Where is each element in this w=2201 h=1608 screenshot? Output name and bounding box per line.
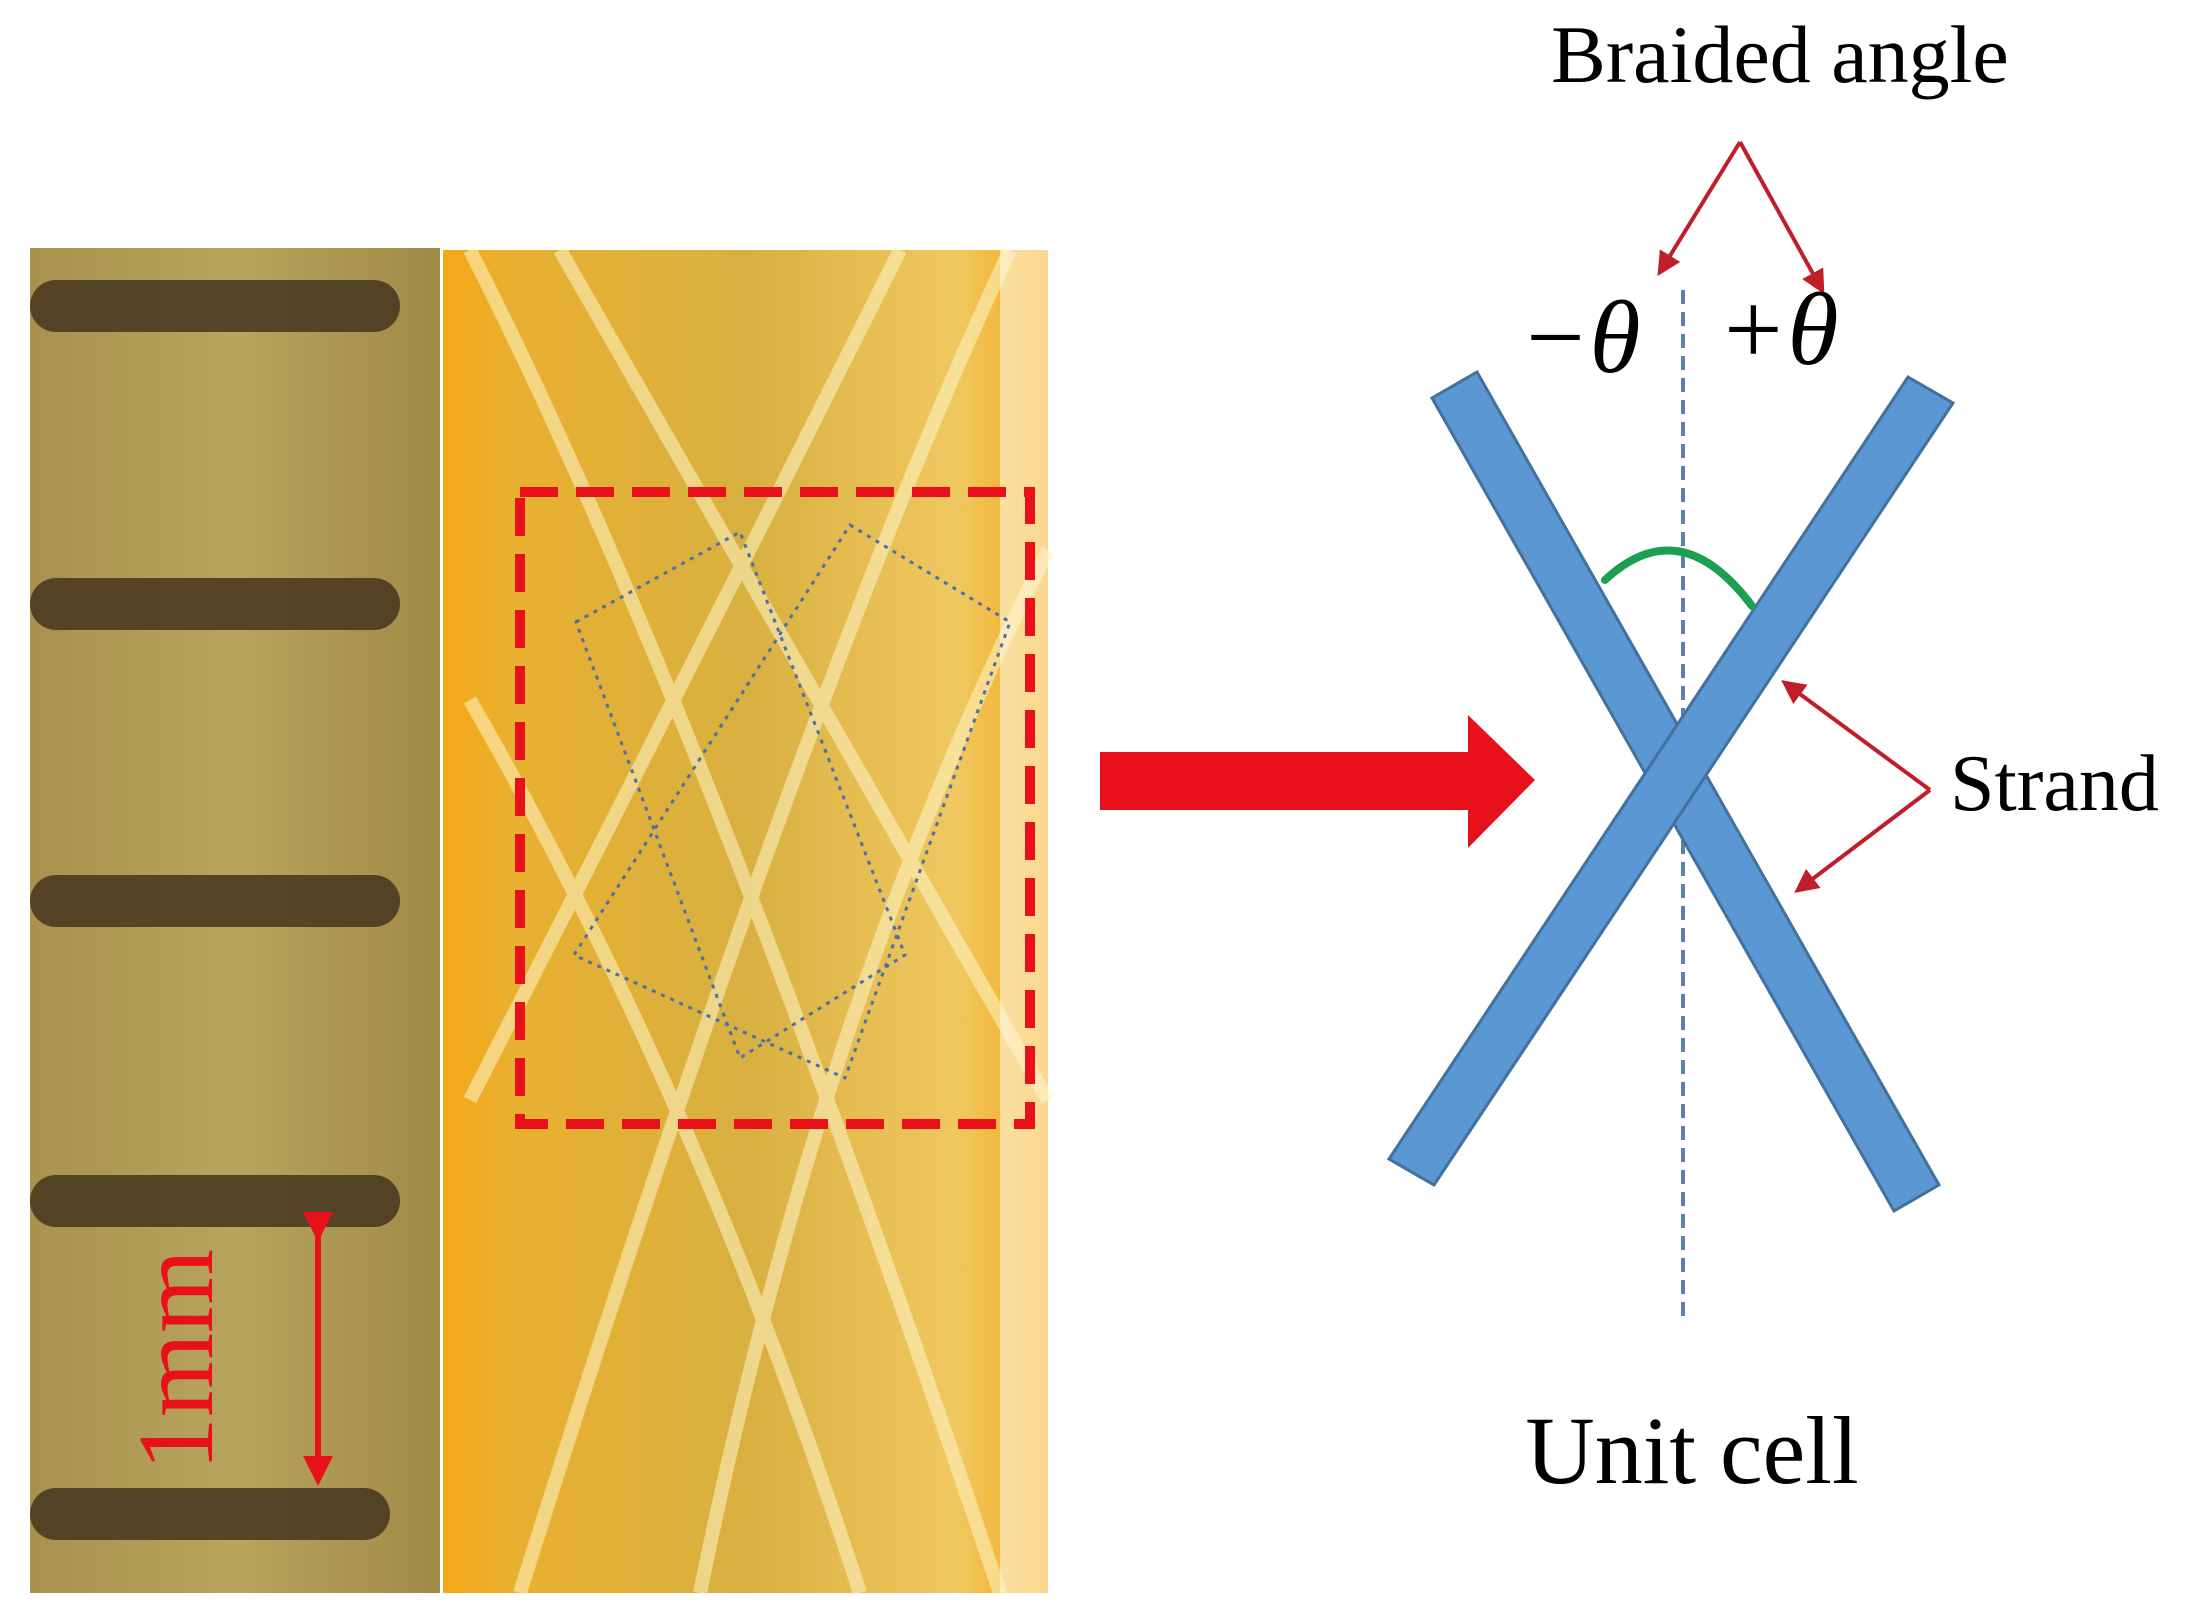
ruler-tick [30,280,400,332]
strand-label: Strand [1950,740,2159,828]
strand-right [1386,374,1956,1188]
braided-angle-label: Braided angle [1551,9,2009,100]
ruler-tick [30,875,400,927]
scale-label: 1mm [117,1249,236,1471]
ruler-tick [30,1488,390,1540]
braided-angle-arc [1601,546,1756,610]
red-right-arrow-icon [1100,715,1535,848]
braid-photo [443,246,1055,1596]
ruler-tick [30,578,400,630]
unit-cell-schematic [1386,290,1956,1320]
strand-outline-dotted [571,522,1012,1081]
unit-cell-selection-box [515,487,1035,1129]
ruler-photo [30,248,440,1593]
unit-cell-label: Unit cell [1525,1397,1858,1504]
strand-pointers [1781,680,1932,893]
braided-angle-pointers [1657,140,1825,295]
minus-theta-label: −θ [1519,280,1640,395]
plus-theta-label: +θ [1717,272,1838,387]
scale-bar: 1mm [117,1212,333,1486]
ruler-tick [30,1175,400,1227]
